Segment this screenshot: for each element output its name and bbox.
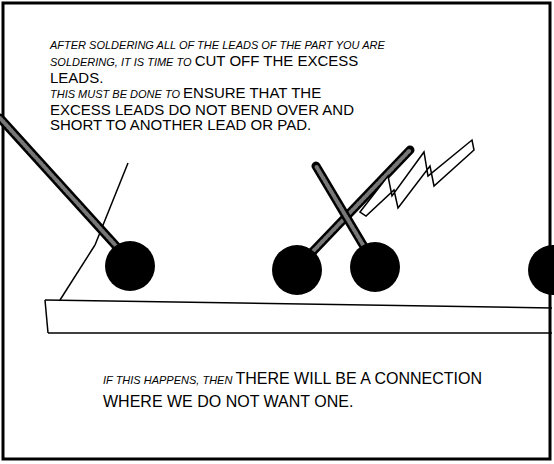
word-gap <box>180 88 183 100</box>
caption-text: AFTER SOLDERING ALL OF THE LEADS OF THE … <box>50 36 385 132</box>
component-leads <box>0 118 410 268</box>
panel-frame <box>3 3 550 459</box>
caption-text: IF THIS HAPPENS, THEN THERE WILL BE A CO… <box>103 368 513 412</box>
narration-text: THIS MUST BE DONE TO <box>50 88 180 100</box>
short-spark <box>360 140 474 216</box>
word-gap <box>192 56 195 68</box>
circuit-board <box>45 163 552 333</box>
word-gap <box>232 374 235 386</box>
solder-pads <box>105 241 554 295</box>
narration-text: IF THIS HAPPENS, THEN <box>103 374 232 386</box>
